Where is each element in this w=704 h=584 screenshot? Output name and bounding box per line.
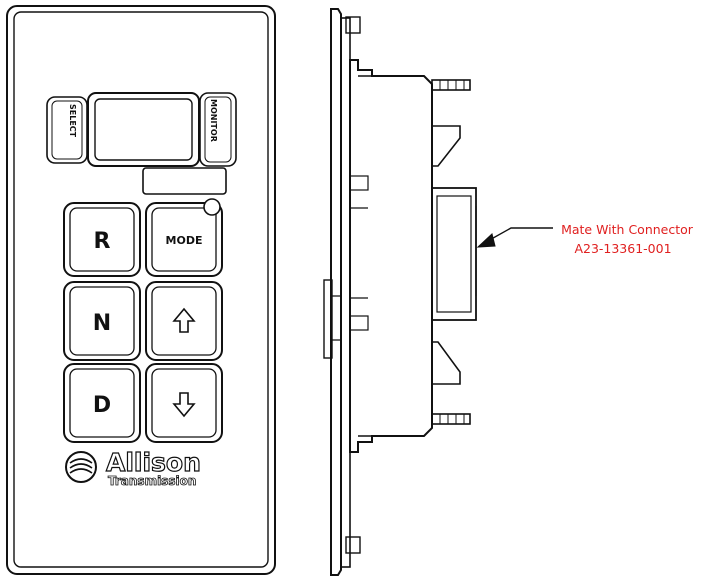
key-down[interactable] — [145, 363, 223, 443]
side-view — [323, 8, 477, 576]
allison-logo-icon — [65, 451, 97, 483]
front-bezel-inner — [13, 11, 269, 568]
up-arrow-icon — [172, 307, 196, 333]
connector-body — [431, 187, 477, 321]
front-bezel-outer — [6, 5, 276, 575]
key-n[interactable]: N — [63, 281, 141, 361]
bottom-stud — [431, 413, 471, 425]
callout-arrowhead — [476, 233, 496, 248]
monitor-label-text: MONITOR — [209, 99, 218, 142]
mode-indicator-light — [203, 198, 221, 216]
side-flange — [340, 17, 351, 568]
select-label-panel: SELECT — [46, 96, 88, 164]
display-window — [87, 92, 200, 167]
connector-callout: Mate With Connector A23-13361-001 — [476, 222, 694, 256]
callout-line1: Mate With Connector — [561, 222, 694, 237]
bottom-latch — [431, 341, 461, 385]
indicator-bar — [142, 167, 227, 195]
side-bezel-plate — [330, 8, 342, 576]
key-d-label: D — [93, 393, 111, 418]
front-view: SELECT MONITOR R MODE — [6, 5, 276, 575]
key-mode-label: MODE — [166, 234, 203, 247]
key-up[interactable] — [145, 281, 223, 361]
key-mode[interactable]: MODE — [145, 198, 223, 277]
top-stud — [431, 79, 471, 91]
monitor-label-panel: MONITOR — [199, 92, 237, 167]
key-n-label: N — [93, 311, 111, 336]
top-latch — [431, 125, 461, 167]
down-arrow-icon — [172, 392, 196, 418]
logo-brand-text: Allison — [106, 448, 201, 477]
callout-line2: A23-13361-001 — [574, 241, 671, 256]
key-d[interactable]: D — [63, 363, 141, 443]
key-r-label: R — [94, 229, 111, 254]
side-housing — [349, 59, 433, 453]
allison-logo: Allison Transmission — [65, 447, 202, 488]
key-r[interactable]: R — [63, 202, 141, 277]
callout-leader-line — [485, 227, 553, 243]
logo-sub-text: Transmission — [108, 474, 196, 488]
select-label-text: SELECT — [68, 104, 77, 138]
